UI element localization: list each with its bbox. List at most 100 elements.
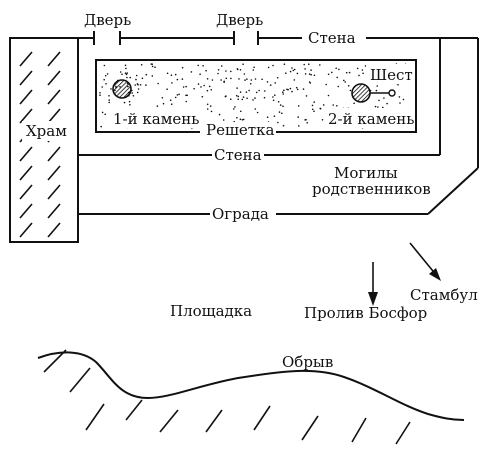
grating-dot [176,94,179,96]
grating-dot [402,98,405,101]
stone-1-marker [112,79,132,99]
grating-dot [135,78,137,81]
grating-dot [295,86,298,89]
grating-dot [289,70,292,73]
grating-dot [248,89,250,92]
grating-dot [223,80,225,83]
grating-dot [136,91,139,94]
grating-dot [399,102,401,104]
grating-dot [274,94,276,96]
grating-dot [277,121,279,124]
grating-dot [225,70,227,72]
grating-dot [161,97,164,99]
grating-dot [129,76,131,79]
grating-dot [325,83,328,86]
hatch-stroke [47,51,61,67]
grating-dot [239,69,242,71]
grating: Решетка [95,59,417,140]
grating-dot [235,94,238,97]
grating-dot [206,89,209,92]
grating-dot [293,79,296,81]
grating-dot [211,79,214,81]
hatch-stroke [19,184,33,200]
stone-2-marker [351,83,371,103]
grating-dot [126,76,128,79]
stone-1: 1-й камень [112,79,199,128]
grating-dot [174,73,177,76]
grating-dot [313,74,316,77]
grating-dot [298,125,300,127]
grating-dot [321,119,324,121]
grating-dot [222,119,225,121]
grating-dot [241,98,244,101]
grating-dot [200,86,202,88]
grating-dot [277,101,280,103]
grating-dot [283,63,286,65]
grating-dot [279,104,282,106]
grating-dot [311,104,314,107]
hatch-stroke [47,222,61,238]
grating-dot [99,92,101,94]
grating-dot [286,88,288,91]
grating-dot [225,77,228,80]
grating-dot [378,99,380,102]
grating-dot [185,85,187,88]
grating-dot [289,87,292,90]
grating-dot [100,125,102,128]
grating-dot [256,111,259,114]
istanbul-label: Стамбул [410,286,478,304]
grating-dot [356,67,359,70]
grating-dot [313,110,315,112]
bosphorus-label: Пролив Босфор [304,304,427,322]
grating-dot [285,72,287,74]
grating-dot [283,89,285,92]
platform-label: Площадка [170,302,252,320]
stone-1-label: 1-й камень [113,110,199,128]
grating-dot [319,107,322,110]
door-2: Дверь [216,11,263,29]
grating-dot [220,79,222,81]
grating-dot [170,103,173,105]
grating-dot [174,96,177,99]
grating-dot [181,78,184,80]
grating-dot [250,79,253,81]
hatch-stroke [19,165,33,181]
grating-dot [126,72,128,74]
grating-dot [296,72,299,75]
grating-dot [105,83,107,85]
grating-dot [125,67,127,70]
grating-dot [220,65,223,67]
grating-dot [343,79,345,82]
grating-dot [302,88,305,90]
grating-label: Решетка [206,121,274,139]
pole: Шест [370,66,413,97]
outer-wall [78,31,479,168]
grating-dot [254,108,257,110]
grating-dot [252,99,254,101]
grating-dot [225,95,227,97]
grating-dot [230,70,232,73]
hatch-stroke [19,108,33,124]
grating-dot [139,84,142,86]
outer-wall-label: Стена [308,29,356,47]
grating-dot [282,91,284,93]
grating-dot [233,108,235,110]
grating-dot [272,64,274,67]
grating-dot [338,68,340,71]
grating-dot [238,78,240,80]
grating-dot [162,102,165,105]
grating-dot [128,100,131,103]
grating-dot [157,82,159,85]
grating-dot [104,74,107,77]
grating-dot [258,89,260,92]
grating-dot [249,83,252,85]
grating-dot [181,66,184,69]
grating-dot [242,118,245,121]
grating-dot [206,103,209,106]
grating-dot [210,89,212,91]
hatch-stroke [19,146,33,162]
hatch-stroke [47,146,61,162]
stone-2-label: 2-й камень [328,110,414,128]
grating-dot [349,89,352,92]
